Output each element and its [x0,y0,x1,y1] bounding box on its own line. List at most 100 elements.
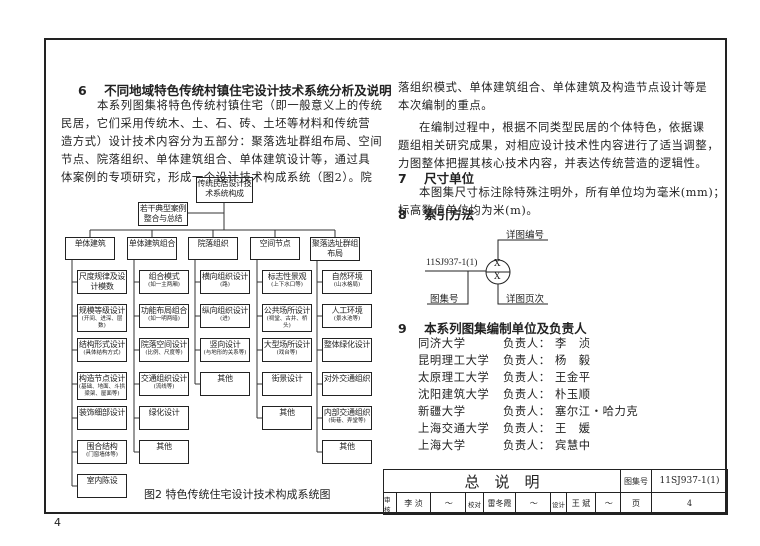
diagram-item-box: 内部交通组织(街巷、弄堂等) [322,406,372,430]
responsible-name: 李 浈 [555,337,591,350]
diagram-item-box: 构造节点设计(基础、地面、斗拱梁架、屋面等) [77,372,127,400]
diagram-root-box: 传统民居设计技术系统构成 [196,177,253,203]
unit-name: 上海大学 [418,439,466,452]
section-title: 不同地域特色传统村镇住宅设计技术系统分析及说明 [104,83,392,98]
unit-name: 太原理工大学 [418,371,490,384]
diagram-item-box: 室内陈设 [77,474,127,498]
paragraph-line: 本系列图集将特色传统村镇住宅（即一般意义上的传统 [97,99,383,112]
diagram-column-header: 单体建筑 [65,237,115,260]
diagram-item-box: 装饰细部设计 [77,406,127,430]
section-6-heading: 6 不同地域特色传统村镇住宅设计技术系统分析及说明 [78,80,392,99]
box-label: 标志性景观 [267,272,307,281]
review-label: 审核 [383,492,397,515]
diagram-item-box: 竖向设计(与地形的关系等) [200,338,250,362]
diagram-cases-box: 若干典型案例整合与总结 [138,202,188,226]
diagram-item-box: 其他 [322,440,372,464]
box-note: (进) [220,316,230,322]
box-note: (如一主两厢) [148,282,180,288]
diagram-item-box: 标志性景观(上下水口等) [262,270,312,294]
reviewer-name: 李 浈 [396,492,431,515]
atlas-no-value: 11SJ937-1(1) [651,469,728,493]
paragraph-line: 在编制过程中，根据不同类型民居的个体特色，依据课 [419,121,705,134]
checker-name: 雷冬霞 [483,492,516,515]
unit-name: 上海交通大学 [418,422,490,435]
unit-name: 同济大学 [418,337,466,350]
responsible-name: 朴玉顺 [555,388,591,401]
box-label: 竖向设计 [209,340,241,349]
box-label: 交通组织设计 [140,374,188,383]
box-label: 尺度规律及设计模数 [78,272,126,291]
box-note: (流线等) [153,384,175,390]
box-label: 院落空间设计 [140,340,188,349]
diagram-item-box: 其他 [200,372,250,396]
x-top: X [494,259,501,269]
section-number: 7 [398,171,407,186]
box-note: (比例、尺度等) [145,350,183,356]
section-7-heading: 7 尺寸单位 [398,168,474,187]
box-label: 构造节点设计 [78,374,126,383]
box-note: (具体结构方式) [83,350,121,356]
box-label: 横向组织设计 [201,272,249,281]
diagram-column-header: 聚落选址群组布局 [310,237,360,261]
reviewer-signature: 〜 [430,492,466,515]
designer-name: 王 斌 [566,492,596,515]
diagram-item-box: 人工环境(景水池等) [322,304,372,328]
diagram-column-header: 空间节点 [250,237,300,260]
diagram-item-box: 公共场所设计(祠堂、古井、桥头) [262,304,312,332]
box-label: 室内陈设 [86,476,118,485]
checker-signature: 〜 [515,492,551,515]
paragraph-line: 本次编制的重点。 [398,99,494,112]
diagram-item-box: 交通组织设计(流线等) [139,372,189,396]
box-label: 内部交通组织 [323,408,371,417]
box-note: (戏台等) [276,350,298,356]
section-number: 8 [398,207,407,222]
responsible-label: 负责人： [503,405,551,418]
paragraph-line: 民居，它们采用传统木、土、石、砖、土坯等材料和传统营 [61,117,371,130]
unit-name: 新疆大学 [418,405,466,418]
diagram-item-box: 院落空间设计(比例、尺度等) [139,338,189,362]
responsible-name: 塞尔江・哈力克 [555,405,639,418]
diagram-item-box: 尺度规律及设计模数 [77,270,127,294]
box-label: 组合模式 [148,272,180,281]
responsible-name: 王 媛 [555,422,591,435]
box-note: (街巷、弄堂等) [328,418,366,424]
responsible-label: 负责人： [503,354,551,367]
diagram-item-box: 绿化设计 [139,406,189,430]
box-note: (祠堂、古井、桥头) [266,316,308,329]
drawing-frame [44,38,727,514]
box-label: 整体绿化设计 [323,340,371,349]
paragraph-line: 力图整体把握其核心技术内容，并表达传统营造的逻辑性。 [398,157,708,170]
page-label: 页 [620,492,652,515]
section-number: 6 [78,83,87,98]
diagram-item-box: 对外交通组织 [322,372,372,396]
box-note: (与地形的关系等) [203,350,247,356]
page-value: 4 [651,492,728,515]
paragraph-line: 本图集尺寸标注除特殊注明外，所有单位均为毫米(mm)； [419,186,726,199]
responsible-label: 负责人： [503,337,551,350]
diagram-item-box: 纵向组织设计(进) [200,304,250,328]
box-label: 其他 [279,408,295,417]
box-note: (山水格局) [333,282,361,288]
box-label: 规模等级设计 [78,306,126,315]
box-label: 人工环境 [331,306,363,315]
section-8-heading: 8 索引方法 [398,204,474,223]
detail-number-label: 详图编号 [506,230,545,241]
box-label: 自然环境 [331,272,363,281]
diagram-item-box: 其他 [139,440,189,464]
diagram-item-box: 自然环境(山水格局) [322,270,372,294]
section-9-heading: 9 本系列图集编制单位及负责人 [398,318,587,337]
paragraph-line: 标高数值单位均为米(m)。 [398,204,539,217]
responsible-name: 杨 毅 [555,354,591,367]
diagram-column-header: 单体建筑组合 [127,237,177,260]
box-note: (上下水口等) [271,282,303,288]
box-label: 围合结构 [86,442,118,451]
box-label: 街景设计 [271,374,303,383]
diagram-item-box: 大型场所设计(戏台等) [262,338,312,362]
box-label: 装饰细部设计 [78,408,126,417]
box-note: (基础、地面、斗拱梁架、屋面等) [78,384,126,397]
box-label: 其他 [217,374,233,383]
box-note: (景水池等) [333,316,361,322]
atlas-code: 11SJ937-1(1) [426,258,478,268]
